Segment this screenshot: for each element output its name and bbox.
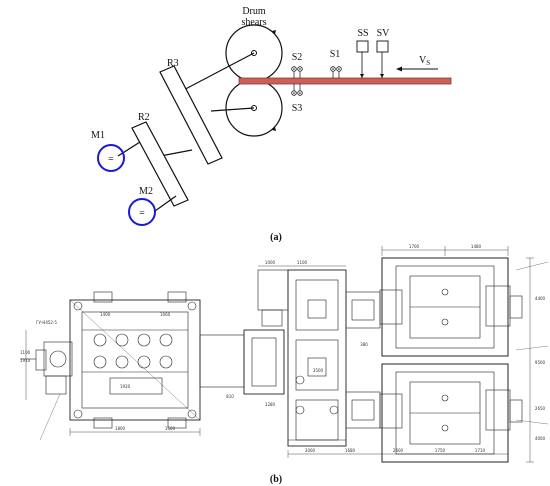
dimension-label: 3000: [305, 448, 316, 453]
panel-b-drawing: [20, 246, 549, 463]
drum-shears-label-2: shears: [242, 17, 267, 28]
upper-drum-hub: [251, 50, 257, 56]
dimension-label: 4000: [535, 436, 546, 441]
m1-shaft: [117, 141, 141, 157]
r3-label: R3: [167, 58, 179, 69]
motor-m1: [97, 144, 125, 172]
caption-b: (b): [270, 474, 282, 485]
lower-shaft: [210, 107, 255, 112]
dimension-label: 3500: [313, 368, 324, 373]
r2-label: R2: [138, 112, 150, 123]
m1-label: M1: [91, 130, 105, 141]
velocity-label: VS: [419, 55, 430, 67]
s3-label: S3: [292, 103, 303, 114]
sv-label: SV: [377, 28, 391, 39]
s1-label: S1: [330, 49, 341, 60]
dimension-label: 810: [226, 394, 234, 399]
dimension-label: 1280: [265, 402, 276, 407]
sensor-sv-box: [376, 40, 389, 53]
ss-label: SS: [357, 28, 368, 39]
dimension-label: 1100: [20, 350, 31, 355]
main-gearbox: [287, 269, 347, 447]
dimension-label: 1500: [165, 426, 176, 431]
lower-knife-mark: [272, 127, 276, 131]
motor-m1-symbol: =: [108, 154, 114, 165]
upper-drum-housing: [379, 257, 523, 357]
dimension-label: 4400: [535, 296, 546, 301]
dimension-labels: 1700 1480 1100 1400 1060 1920 1800 1500 …: [20, 244, 546, 453]
dimension-label: 1680: [345, 448, 356, 453]
dimension-label: 1750: [435, 448, 446, 453]
sensor-ss-box: [356, 40, 369, 53]
dimension-label: 1700: [409, 244, 420, 249]
dimension-label: 1000: [265, 260, 276, 265]
sensor-s3: [291, 84, 303, 96]
dimension-label: 1400: [100, 312, 111, 317]
dimension-label: 2650: [535, 406, 546, 411]
dimension-label: 1920: [120, 384, 131, 389]
upper-knife-mark: [272, 30, 276, 34]
dimension-label: 1100: [297, 260, 308, 265]
dimension-label: 9500: [535, 360, 546, 365]
velocity-arrow-head: [396, 66, 402, 72]
dimension-label: 1480: [471, 244, 482, 249]
left-gear-housing: [69, 291, 201, 429]
dimension-label: 2600: [393, 448, 404, 453]
dimension-label: 380: [360, 342, 368, 347]
gear-r2: [131, 121, 189, 207]
motor-m2-symbol: =: [139, 208, 145, 219]
stamp-text: ГУ-Н452-5: [36, 320, 57, 325]
sensor-s1: [330, 66, 342, 78]
dimension-lines: [25, 246, 549, 463]
dimension-label: 1060: [160, 312, 171, 317]
motor-m2: [128, 198, 156, 226]
m2-shaft: [154, 195, 177, 212]
dimension-label: 1800: [115, 426, 126, 431]
upper-shaft: [175, 52, 255, 95]
sensor-ss-arrow: [360, 74, 364, 78]
dimension-label: 1710: [475, 448, 486, 453]
s2-label: S2: [292, 52, 303, 63]
dimension-label: 1910: [20, 358, 31, 363]
metal-strip: [238, 77, 452, 85]
left-motor: [20, 341, 73, 395]
sensor-s2: [291, 66, 303, 78]
drum-shears-label-1: Drum: [242, 6, 266, 17]
panel-a-schematic: Drum shears R3 R2 = M1 = M2: [91, 6, 452, 243]
caption-a: (a): [270, 232, 282, 243]
m2-label: M2: [139, 186, 153, 197]
sensor-sv-arrow: [380, 74, 384, 78]
gear-r3: [159, 65, 223, 165]
central-coupling: [199, 269, 289, 395]
drum-couplings: [345, 291, 381, 429]
